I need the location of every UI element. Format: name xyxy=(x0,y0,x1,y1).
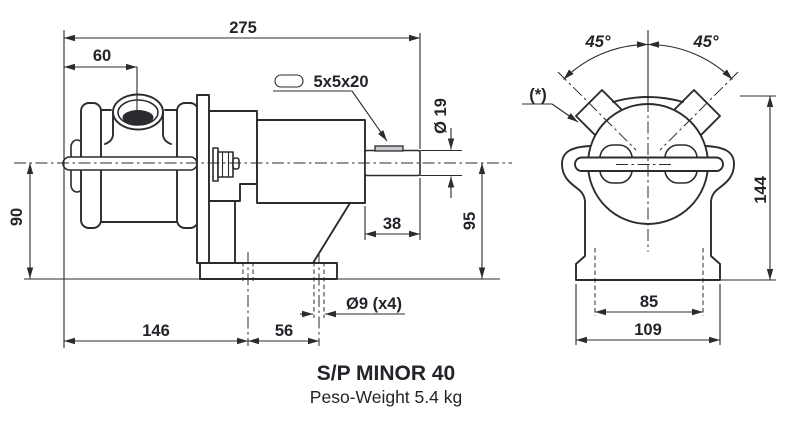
shaft-keyway xyxy=(374,145,404,152)
inlet-port-bore xyxy=(122,110,154,125)
dim-foot-hole-spacing: 56 xyxy=(275,322,293,340)
side-view-geometry xyxy=(62,93,421,280)
port-axis-lines xyxy=(557,71,739,151)
dim-base-hole-spacing: 85 xyxy=(640,293,658,311)
rod-nut-facets xyxy=(221,152,230,177)
dim-shaft-center-height: 95 xyxy=(461,212,479,230)
title-block: S/P MINOR 40 Peso-Weight 5.4 kg xyxy=(310,362,462,407)
bearing-housing xyxy=(256,119,366,204)
ext-lines-109 xyxy=(575,284,721,345)
dim-overall-height: 144 xyxy=(752,175,770,203)
drawing-title: S/P MINOR 40 xyxy=(317,362,456,385)
port-note-leader-arrow xyxy=(551,103,579,123)
dim-center-height: 90 xyxy=(8,208,26,226)
dim-foot-front-distance: 146 xyxy=(142,322,170,340)
casting-silhouette xyxy=(561,145,735,281)
side-view-dimensions: 275 60 5x5x20 Ø 19 38 90 95 Ø9 (x4) 146 … xyxy=(8,19,512,348)
dim-shaft-diameter: Ø 19 xyxy=(432,98,450,134)
dim-overall-length: 275 xyxy=(229,19,257,37)
mounting-foot xyxy=(199,262,338,280)
inlet-port-neck xyxy=(104,111,172,145)
keyway-leader-arrow xyxy=(351,90,388,142)
pump-body-outline xyxy=(100,109,178,223)
base-hole-hidden-lines xyxy=(594,248,704,316)
port-note-label: (*) xyxy=(529,86,546,104)
rod-nut xyxy=(217,151,234,178)
dim-inlet-offset: 60 xyxy=(93,47,111,65)
dim-port-angle-left: 45° xyxy=(585,33,611,51)
dim-base-width: 109 xyxy=(634,321,662,339)
ext-lines-shaft-dia xyxy=(420,149,462,177)
foot-hole-centerlines xyxy=(247,252,320,346)
front-view-dimensions: 45° 45° (*) 144 85 109 xyxy=(522,30,776,345)
dim-mounting-holes: Ø9 (x4) xyxy=(346,295,402,313)
angle-arc-left xyxy=(563,41,649,80)
dim-shaft-length: 38 xyxy=(383,215,401,233)
angle-arc-right xyxy=(647,41,733,80)
keyway-symbol xyxy=(274,74,304,88)
adapter-plate xyxy=(196,94,210,264)
drawing-subtitle: Peso-Weight 5.4 kg xyxy=(310,387,462,407)
dim-keyway: 5x5x20 xyxy=(313,73,368,91)
foot-hole-hidden-lines xyxy=(242,262,325,318)
dim-port-angle-right: 45° xyxy=(693,33,719,51)
